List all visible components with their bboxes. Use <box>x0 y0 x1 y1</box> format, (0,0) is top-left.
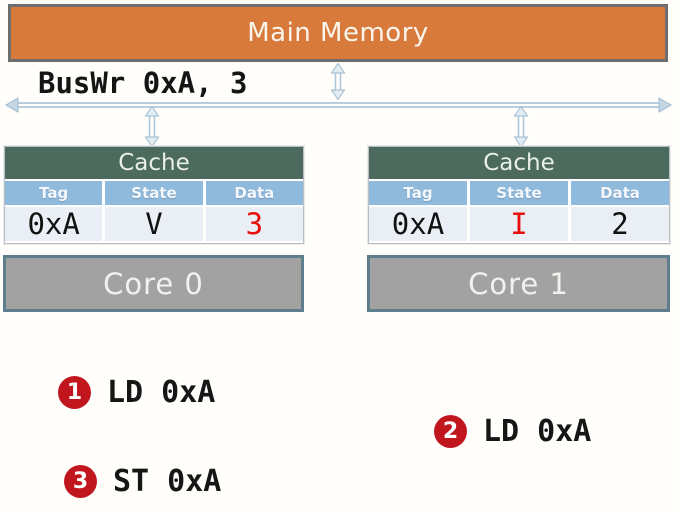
cache1-title: Cache <box>369 147 669 179</box>
step-2-label: LD 0xA <box>483 414 592 449</box>
cache0-col-data: Data <box>205 181 303 205</box>
main-memory-box: Main Memory <box>8 4 668 62</box>
step-1: 1 LD 0xA <box>58 375 215 410</box>
core1-box: Core 1 <box>367 255 670 312</box>
bus-line-icon <box>5 97 672 113</box>
cache0-col-state: State <box>105 181 203 205</box>
step-3-badge: 3 <box>64 465 97 498</box>
memory-bus-connector-icon <box>330 63 346 100</box>
cache1-tag-value: 0xA <box>369 207 467 241</box>
cache0-table: Cache Tag State Data 0xA V 3 <box>4 146 304 244</box>
step-3-label: ST 0xA <box>113 464 222 499</box>
bus-cache1-connector-icon <box>513 106 529 147</box>
bus-cache0-connector-icon <box>144 106 160 147</box>
cache1-data-row: 0xA I 2 <box>369 207 669 243</box>
core0-label: Core 0 <box>103 266 204 301</box>
step-2-badge: 2 <box>434 415 467 448</box>
cache0-data-value: 3 <box>205 207 303 241</box>
cache0-data-row: 0xA V 3 <box>5 207 303 243</box>
core0-box: Core 0 <box>3 255 304 312</box>
cache1-data-value: 2 <box>571 207 669 241</box>
cache1-table: Cache Tag State Data 0xA I 2 <box>368 146 670 244</box>
cache1-state-value: I <box>470 207 568 241</box>
step-1-badge: 1 <box>58 376 91 409</box>
step-1-label: LD 0xA <box>107 375 216 410</box>
cache1-col-state: State <box>470 181 568 205</box>
step-3: 3 ST 0xA <box>64 464 221 499</box>
cache0-column-headers: Tag State Data <box>5 179 303 207</box>
cache1-col-data: Data <box>571 181 669 205</box>
cache0-title: Cache <box>5 147 303 179</box>
cache0-tag-value: 0xA <box>5 207 103 241</box>
cache0-state-value: V <box>105 207 203 241</box>
step-2: 2 LD 0xA <box>434 414 591 449</box>
main-memory-label: Main Memory <box>247 18 429 48</box>
cache1-column-headers: Tag State Data <box>369 179 669 207</box>
cache0-col-tag: Tag <box>5 181 103 205</box>
bus-transaction-label: BusWr 0xA, 3 <box>38 66 248 100</box>
cache1-col-tag: Tag <box>369 181 467 205</box>
core1-label: Core 1 <box>468 266 569 301</box>
